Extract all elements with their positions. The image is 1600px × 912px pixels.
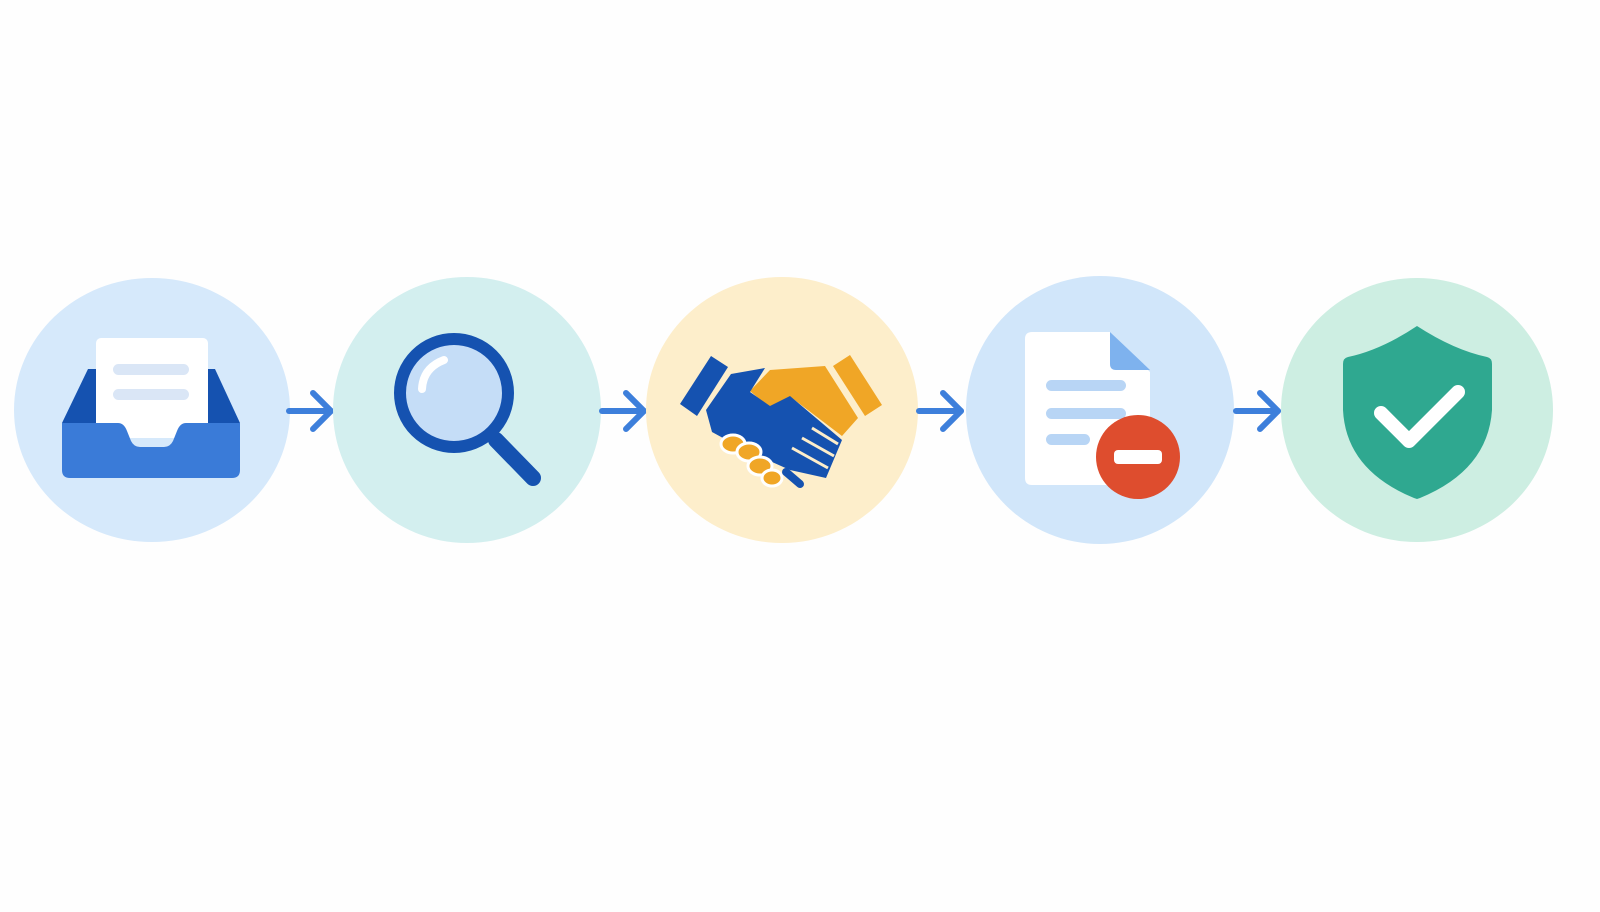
arrow-right-icon — [916, 390, 964, 432]
inbox-tray-icon — [62, 338, 240, 478]
handshake-icon — [680, 355, 882, 488]
document-minus-icon — [1025, 332, 1180, 499]
step-agreement — [646, 277, 918, 543]
arrow-right-icon — [1233, 390, 1281, 432]
arrow-right-icon — [286, 390, 334, 432]
magnifying-glass-icon — [394, 333, 541, 486]
step-inbox — [14, 278, 290, 542]
step-rejection — [966, 276, 1234, 544]
arrow-right-icon — [599, 390, 647, 432]
shield-check-icon — [1343, 326, 1492, 499]
step-approved — [1281, 278, 1553, 542]
step-review — [333, 277, 601, 543]
